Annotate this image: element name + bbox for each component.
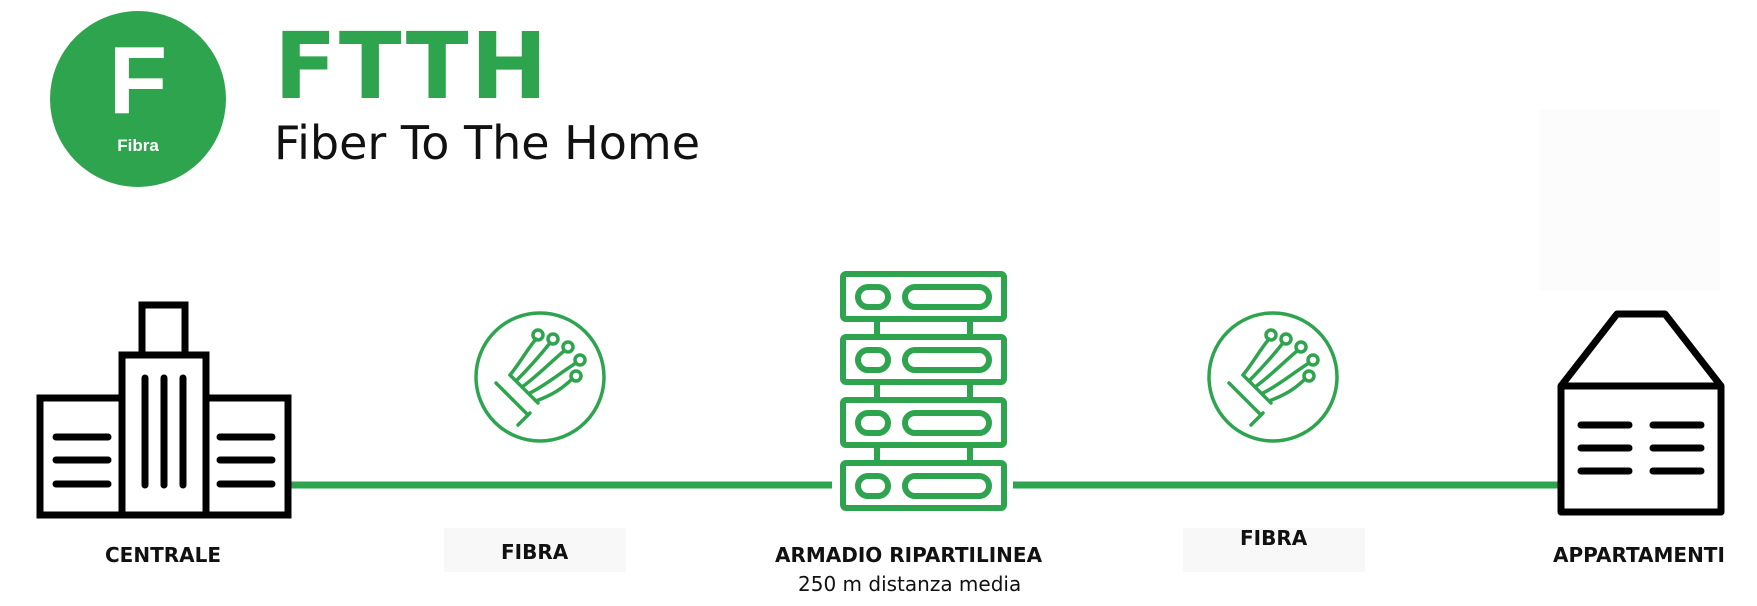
node-label-fibra-left: FIBRA: [501, 540, 569, 564]
distribution-cabinet-icon: [840, 271, 1007, 511]
fibra-right-label-bg: [1183, 528, 1365, 572]
apartment-building-icon: [1557, 310, 1725, 516]
faint-panel: [1540, 110, 1720, 290]
central-office-building-icon: [36, 301, 292, 519]
node-label-armadio: ARMADIO RIPARTILINEA: [775, 543, 1043, 567]
badge-caption: Fibra: [117, 136, 159, 155]
badge-letter: F: [108, 27, 168, 134]
node-label-appartamenti: APPARTAMENTI: [1553, 543, 1725, 567]
page-title: FTTH: [274, 13, 550, 120]
fibra-badge: F Fibra: [50, 11, 226, 187]
node-note-distance: 250 m distanza media: [798, 572, 1022, 596]
node-label-fibra-right: FIBRA: [1240, 526, 1308, 550]
fiber-optic-icon: [474, 311, 606, 443]
page-subtitle: Fiber To The Home: [274, 116, 700, 170]
fiber-optic-icon: [1207, 311, 1339, 443]
node-label-centrale: CENTRALE: [105, 543, 222, 567]
fibra-left-label-bg: [444, 528, 626, 572]
